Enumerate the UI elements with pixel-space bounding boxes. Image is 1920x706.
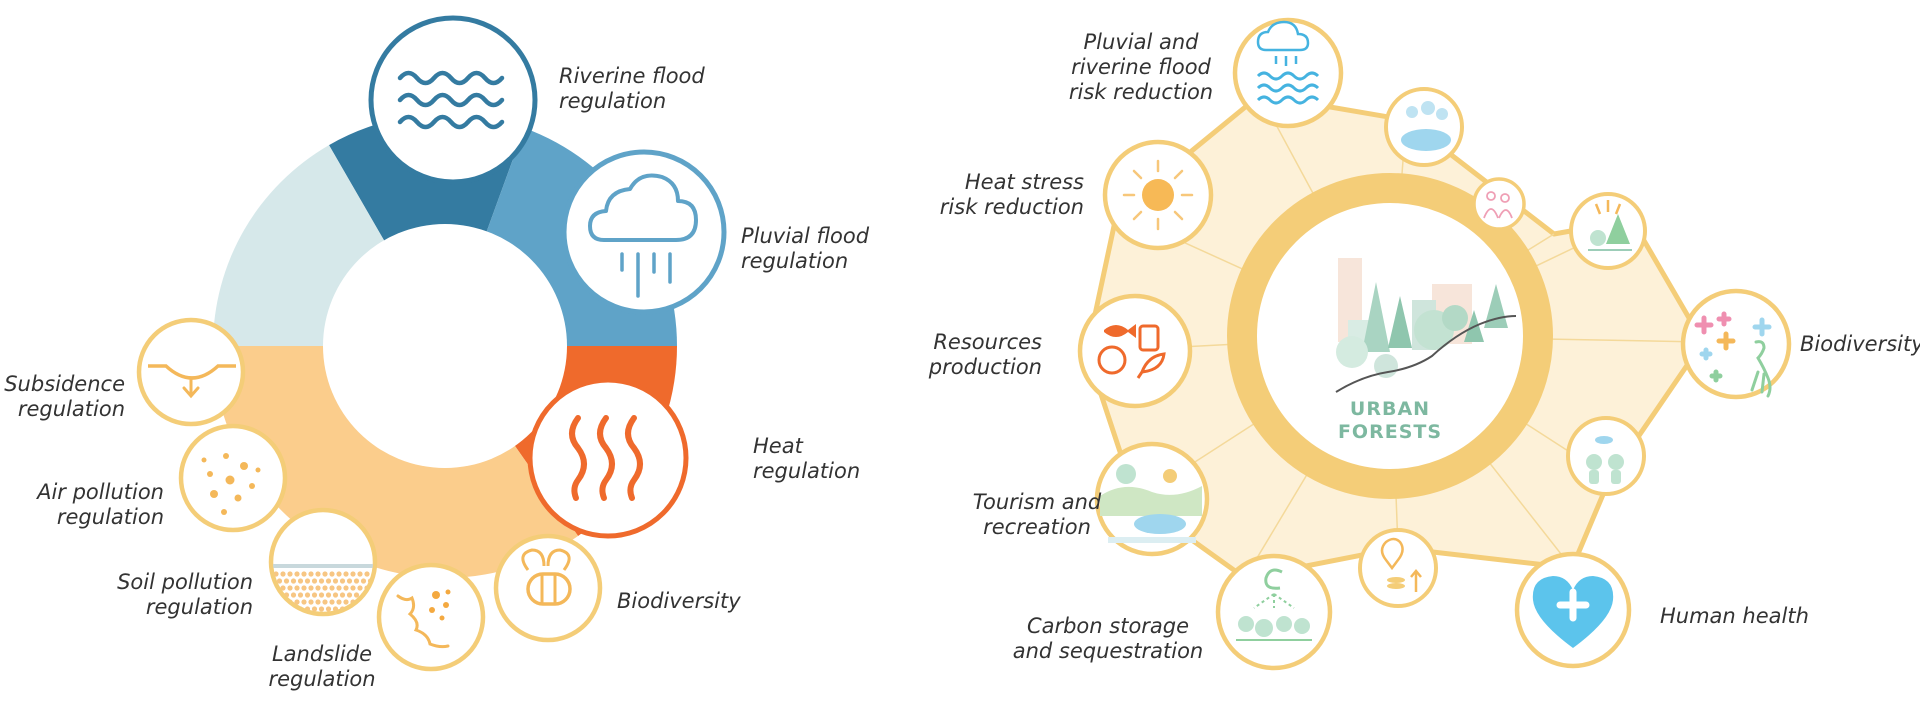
people-icon bbox=[1472, 177, 1526, 231]
urban-forests-title: URBAN FORESTS bbox=[1337, 398, 1443, 443]
label-biodiversity-left: Biodiversity bbox=[617, 589, 741, 613]
tourism-landscape-icon bbox=[1094, 441, 1210, 557]
label-heat-stress: Heat stress risk reduction bbox=[939, 170, 1084, 219]
label-subsidence: Subsidence regulation bbox=[4, 372, 125, 421]
subsidence-icon bbox=[136, 317, 246, 427]
urban-forest-illustration bbox=[1335, 258, 1517, 393]
sun-icon bbox=[1102, 139, 1214, 251]
label-landslide: Landslide regulation bbox=[268, 642, 376, 691]
tree-icon bbox=[1569, 192, 1647, 270]
label-human-health: Human health bbox=[1660, 604, 1809, 628]
pond-trees-icon bbox=[1384, 87, 1464, 167]
landslide-icon bbox=[376, 562, 486, 672]
fish-people-icon bbox=[1566, 416, 1646, 496]
bee-icon bbox=[493, 533, 603, 643]
riverine-flood-icon bbox=[368, 15, 538, 185]
carbon-trees-icon bbox=[1215, 553, 1333, 671]
label-riverine-flood: Riverine flood regulation bbox=[559, 64, 705, 113]
heat-waves-icon bbox=[527, 377, 689, 539]
label-soil-pollution: Soil pollution regulation bbox=[117, 570, 253, 619]
resources-icon bbox=[1077, 293, 1193, 409]
cloud-rain-icon bbox=[561, 149, 727, 315]
label-pluvial-riverine: Pluvial and riverine flood risk reductio… bbox=[1068, 30, 1214, 104]
label-tourism: Tourism and recreation bbox=[972, 490, 1102, 539]
label-pluvial-flood: Pluvial flood regulation bbox=[741, 224, 870, 273]
label-biodiversity-right: Biodiversity bbox=[1800, 332, 1920, 356]
rain-flood-icon bbox=[1232, 17, 1344, 129]
label-air-pollution: Air pollution regulation bbox=[37, 480, 164, 529]
label-resources: Resources production bbox=[928, 330, 1042, 379]
label-carbon: Carbon storage and sequestration bbox=[1012, 614, 1204, 663]
biodiversity-crosses-icon bbox=[1680, 288, 1792, 400]
soil-pollution-icon bbox=[268, 507, 378, 617]
label-heat-regulation: Heat regulation bbox=[753, 434, 861, 483]
left-ring-hole bbox=[323, 224, 567, 468]
air-pollution-icon bbox=[178, 423, 288, 533]
location-coins-icon bbox=[1358, 528, 1438, 608]
heart-health-icon bbox=[1514, 551, 1632, 669]
